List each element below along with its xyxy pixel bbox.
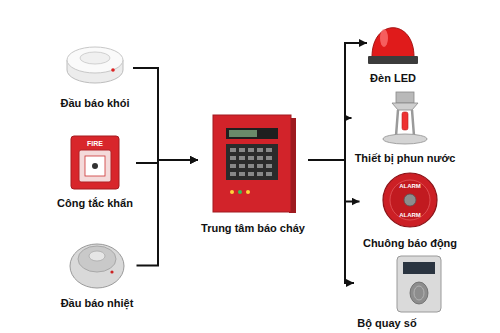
heat-detector-node: Đầu báo nhiệt	[58, 240, 137, 312]
device-label: Công tắc khẩn	[57, 197, 133, 210]
device-label: Đèn LED	[370, 72, 416, 85]
fire-switch-node: Công tắc khẩn	[54, 135, 136, 212]
device-label: Bộ quay số	[357, 317, 416, 330]
device-label: Chuông báo động	[363, 237, 457, 250]
auto-dialer-icon	[397, 256, 441, 312]
device-marking: ALARM	[399, 212, 421, 218]
signal-connector	[133, 68, 198, 160]
control-panel-icon	[213, 115, 296, 213]
sprinkler-icon	[383, 92, 427, 144]
device-marking: FIRE	[87, 140, 103, 147]
device-label: Trung tâm báo cháy	[201, 222, 305, 235]
signal-connector	[308, 160, 360, 202]
signal-connector	[308, 43, 367, 160]
heat-detector-icon	[70, 244, 124, 288]
fire-switch-icon	[71, 136, 119, 189]
device-label: Thiết bị phun nước	[355, 152, 456, 165]
signal-connector	[137, 160, 199, 266]
smoke-detector-icon	[67, 47, 123, 83]
smoke-detector-node: Đầu báo khói	[57, 45, 133, 112]
alarm-bell-icon	[383, 173, 437, 227]
control-panel-node: Trung tâm báo cháy	[198, 112, 308, 237]
device-marking: ALARM	[399, 183, 421, 189]
led-light-node: Đèn LED	[367, 20, 419, 87]
auto-dialer-node: Bộ quay số	[354, 255, 420, 332]
signal-connector	[308, 118, 352, 160]
signal-connector	[308, 160, 354, 283]
led-beacon-icon	[368, 28, 418, 64]
sprinkler-node: Thiết bị phun nước	[352, 90, 459, 167]
device-label: Đầu báo khói	[60, 97, 129, 110]
device-label: Đầu báo nhiệt	[61, 297, 134, 310]
